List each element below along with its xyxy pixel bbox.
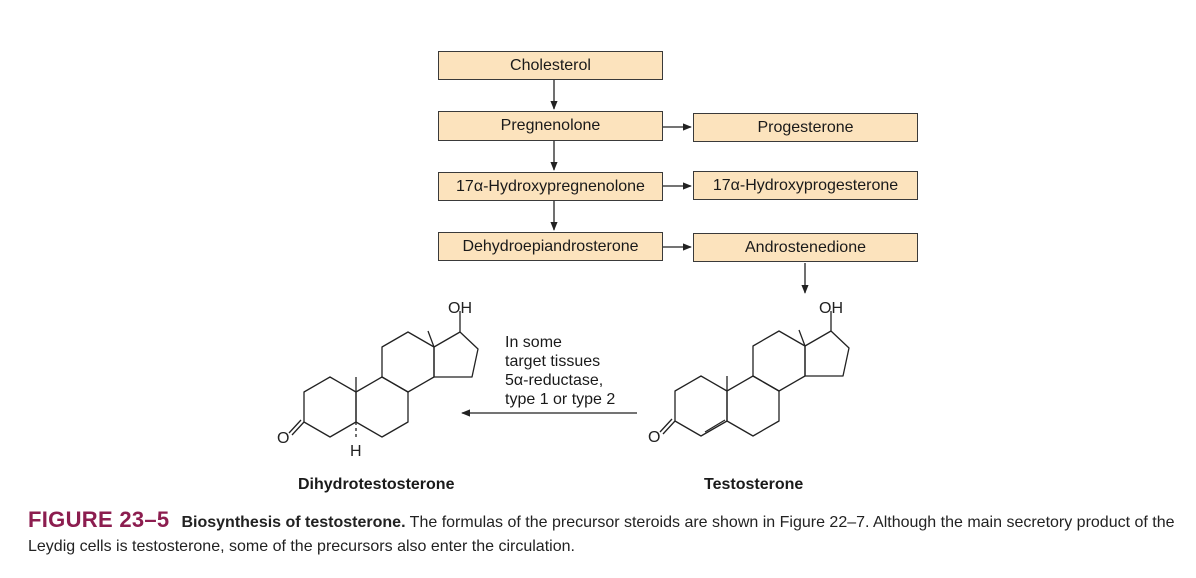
dht-h-label: H (350, 443, 362, 460)
reaction-line: type 1 or type 2 (505, 391, 616, 408)
testosterone-name: Testosterone (704, 476, 804, 493)
reaction-line: target tissues (505, 353, 601, 370)
box-pregnenolone-label: Pregnenolone (500, 117, 601, 134)
box-pregnenolone: Pregnenolone (438, 111, 663, 141)
reaction-conditions: In some target tissues 5α-reductase, typ… (505, 333, 615, 409)
figure-caption-text: The formulas of the precursor steroids a… (28, 514, 1175, 555)
box-progesterone: Progesterone (693, 113, 918, 142)
dht-o-label: O (277, 430, 289, 447)
testosterone-o-label: O (648, 429, 660, 446)
box-hydroxyprogesterone: 17α-Hydroxyprogesterone (693, 171, 918, 200)
figure-title: Biosynthesis of testosterone. (181, 514, 406, 531)
box-hydroxyprogesterone-label: 17α-Hydroxyprogesterone (712, 176, 899, 194)
box-hydroxypregnenolone: 17α-Hydroxypregnenolone (438, 172, 663, 201)
figure-number: FIGURE 23–5 (28, 507, 170, 532)
box-dhea-label: Dehydroepiandrosterone (462, 237, 639, 255)
reaction-line: 5α-reductase, (505, 372, 604, 389)
testosterone-structure (659, 311, 850, 437)
reaction-line: In some (505, 334, 562, 351)
box-cholesterol-label: Cholesterol (510, 56, 591, 74)
box-dhea: Dehydroepiandrosterone (438, 232, 663, 261)
dht-oh-label: OH (448, 300, 472, 317)
figure-caption: FIGURE 23–5 Biosynthesis of testosterone.… (28, 508, 1178, 559)
testosterone-oh-label: OH (819, 300, 843, 317)
box-cholesterol: Cholesterol (438, 51, 663, 80)
dht-structure (288, 311, 479, 438)
box-progesterone-label: Progesterone (757, 118, 854, 136)
dht-name: Dihydrotestosterone (298, 476, 455, 493)
box-androstenedione-label: Androstenedione (745, 238, 866, 256)
box-hydroxypregnenolone-label: 17α-Hydroxypregnenolone (456, 177, 645, 195)
box-androstenedione: Androstenedione (693, 233, 918, 262)
